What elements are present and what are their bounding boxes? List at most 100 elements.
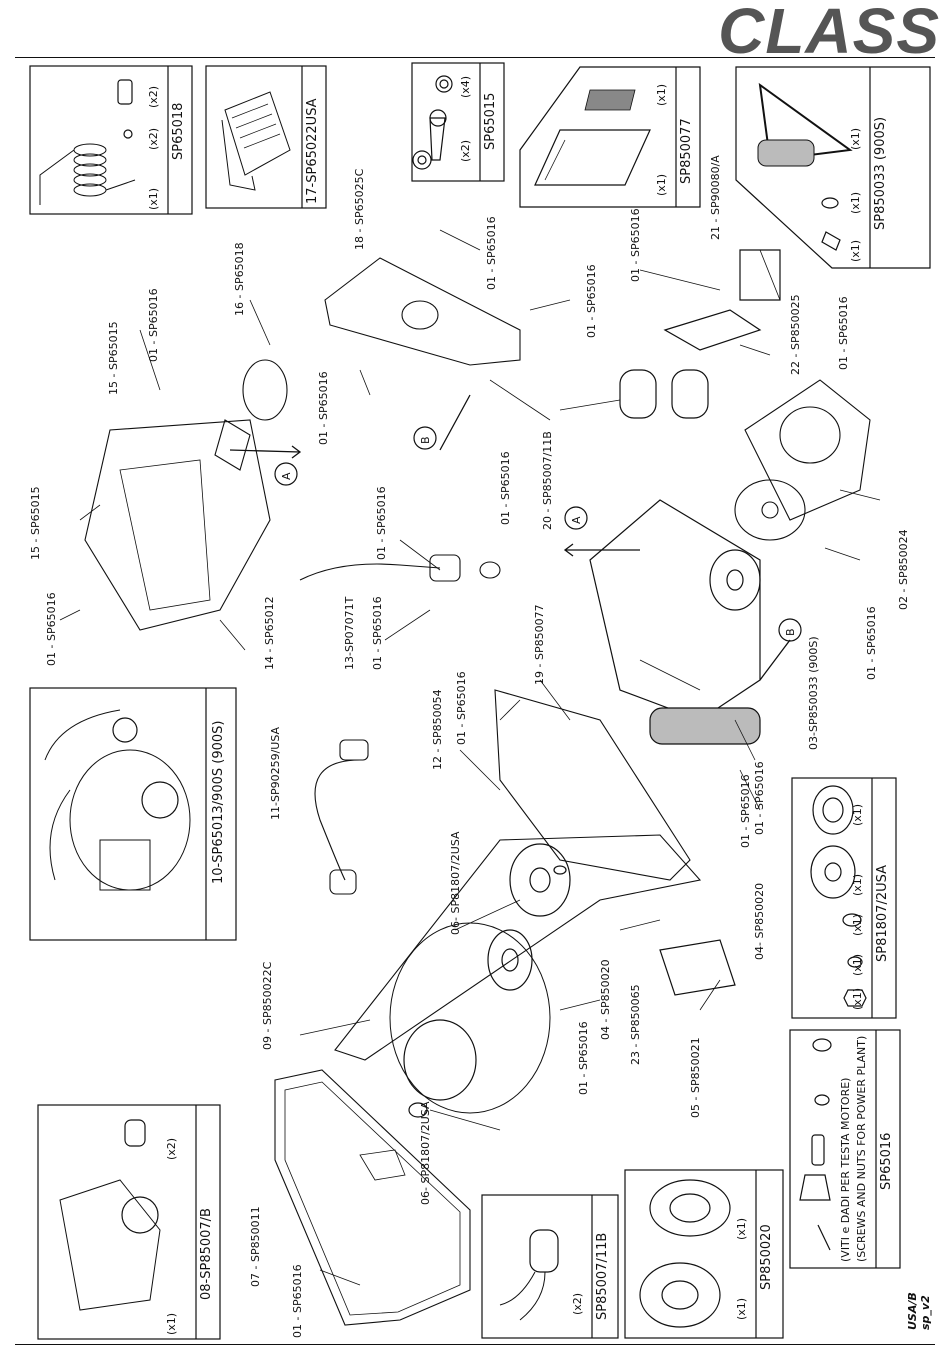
saw-blade bbox=[389, 922, 551, 1114]
callout-label: 11-SP90259/USA bbox=[269, 726, 282, 820]
box-label-sp65018: SP65018 bbox=[171, 102, 186, 160]
inset-box-sp65016 bbox=[789, 1029, 901, 1269]
blade-guard-panel bbox=[274, 1069, 471, 1326]
qty-label: (x1) bbox=[735, 1297, 748, 1320]
qty-label: (x1) bbox=[655, 173, 668, 196]
box-label-sp65016: SP65016 bbox=[879, 1132, 894, 1190]
marker-a-circle bbox=[564, 506, 588, 530]
cord-plug bbox=[314, 739, 369, 895]
qty-label: (x1) bbox=[849, 191, 862, 214]
callout-label: 01 - SP65016 bbox=[485, 216, 498, 290]
qty-label: (x2) bbox=[459, 139, 472, 162]
capacitors bbox=[619, 369, 709, 419]
flange-plate bbox=[509, 843, 571, 917]
callout-label: 01 - SP65016 bbox=[371, 596, 384, 670]
switch-plate bbox=[663, 249, 781, 351]
callout-label: 01 - SP65016 bbox=[753, 761, 766, 835]
handle-grip bbox=[649, 707, 761, 745]
callout-label: 23 - SP850065 bbox=[629, 984, 642, 1065]
callout-label: 18 - SP65025C bbox=[353, 168, 366, 250]
callout-label: 01 - SP65016 bbox=[629, 208, 642, 282]
callout-label: 01 - SP65016 bbox=[837, 296, 850, 370]
marker-a: A bbox=[280, 472, 293, 480]
marker-b: B bbox=[784, 628, 797, 636]
note-english: (SCREWS AND NUTS FOR POWER PLANT) bbox=[855, 1035, 868, 1262]
qty-label: (x4) bbox=[459, 75, 472, 98]
callout-label: 19 - SP850077 bbox=[533, 604, 546, 685]
inset-box-assembly-10 bbox=[29, 687, 237, 941]
inset-box-assembly-08 bbox=[37, 1104, 221, 1340]
callout-label: 07 - SP850011 bbox=[249, 1206, 262, 1287]
box-label-sp65015: SP65015 bbox=[483, 92, 498, 150]
box-label-assembly-08: 08-SP85007/B bbox=[199, 1208, 214, 1300]
inset-box-sp85007-11b bbox=[481, 1194, 619, 1339]
callout-label: 15 - SP65015 bbox=[29, 486, 42, 560]
brand-logo: CLASS bbox=[718, 0, 940, 67]
blade-hub bbox=[487, 929, 533, 991]
qty-label: (x2) bbox=[571, 1292, 584, 1315]
callout-label: 01 - SP65016 bbox=[455, 671, 468, 745]
qty-label: (x2) bbox=[147, 127, 160, 150]
box-label-manual: 17-SP65022USA bbox=[305, 98, 320, 204]
marker-a: A bbox=[570, 516, 583, 524]
callout-label: 01 - SP65016 bbox=[375, 486, 388, 560]
qty-label: (x1) bbox=[735, 1217, 748, 1240]
callout-label: 01 - SP65016 bbox=[577, 1021, 590, 1095]
callout-label: 01 - SP65016 bbox=[739, 774, 752, 848]
qty-label: (x1) bbox=[655, 83, 668, 106]
box-label-sp81807: SP81807/2USA bbox=[875, 865, 890, 962]
inset-box-sp81807 bbox=[791, 777, 897, 1019]
qty-label: (x1) bbox=[851, 873, 864, 896]
qty-label: (x2) bbox=[147, 85, 160, 108]
callout-label: 01 - SP65016 bbox=[865, 606, 878, 680]
callout-label: 06- SP81807/2USA bbox=[449, 831, 462, 935]
inset-box-sp850033 bbox=[735, 66, 931, 269]
callout-label: 01 - SP65016 bbox=[291, 1264, 304, 1338]
callout-label: 02 - SP850024 bbox=[897, 529, 910, 610]
callout-label: 21 - SP90080/A bbox=[709, 155, 722, 240]
callout-label: 13-SP07071T bbox=[343, 596, 356, 670]
callout-label: 01 - SP65016 bbox=[585, 264, 598, 338]
marker-b-circle bbox=[413, 426, 437, 450]
box-label-sp850020: SP850020 bbox=[759, 1224, 774, 1290]
qty-label: (x2) bbox=[165, 1137, 178, 1160]
box-label-sp850077: SP850077 bbox=[679, 118, 694, 184]
qty-label: (x1) bbox=[165, 1312, 178, 1335]
note-italian: (VITI e DADI PER TESTA MOTORE) bbox=[839, 1077, 852, 1262]
box-label-assembly-10: 10-SP65013/900S (900S) bbox=[211, 720, 226, 884]
arm-body bbox=[334, 689, 702, 1061]
callout-label: 12 - SP850054 bbox=[431, 689, 444, 770]
arrows bbox=[229, 394, 791, 681]
inset-box-sp850077 bbox=[519, 66, 701, 208]
callout-label: 20 - SP85007/11B bbox=[541, 431, 554, 530]
callout-label: 04 - SP850020 bbox=[599, 959, 612, 1040]
qty-label: (x1) bbox=[851, 803, 864, 826]
marker-a-circle bbox=[274, 462, 298, 486]
inset-box-sp65015 bbox=[411, 62, 505, 182]
qty-label: (x1) bbox=[849, 127, 862, 150]
callout-label: 16 - SP65018 bbox=[233, 242, 246, 316]
motor-unit bbox=[589, 499, 761, 721]
qty-label: (x1) bbox=[147, 187, 160, 210]
fan-cover bbox=[734, 379, 871, 541]
callout-label: 01 - SP65016 bbox=[45, 592, 58, 666]
vise-assembly bbox=[84, 359, 288, 631]
callout-label: 04- SP850020 bbox=[753, 882, 766, 960]
box-label-sp850033: SP850033 (900S) bbox=[873, 116, 888, 230]
callout-label: 01 - SP65016 bbox=[147, 288, 160, 362]
callout-label: 01 - SP65016 bbox=[317, 371, 330, 445]
qty-label: (x1) bbox=[851, 987, 864, 1010]
callout-label: 09 - SP850022C bbox=[261, 961, 274, 1050]
qty-label: (x1) bbox=[851, 913, 864, 936]
lower-parts bbox=[403, 865, 736, 1118]
qty-label: (x1) bbox=[851, 953, 864, 976]
marker-b: B bbox=[419, 436, 432, 444]
callout-label: 15 - SP65015 bbox=[107, 321, 120, 395]
callout-label: 06- SP81807/2USA bbox=[419, 1101, 432, 1205]
callout-label: 22 - SP850025 bbox=[789, 294, 802, 375]
inset-box-sp850020 bbox=[624, 1169, 784, 1339]
marker-b-circle bbox=[778, 618, 802, 642]
power-cord bbox=[299, 554, 501, 582]
top-rule bbox=[15, 57, 935, 58]
